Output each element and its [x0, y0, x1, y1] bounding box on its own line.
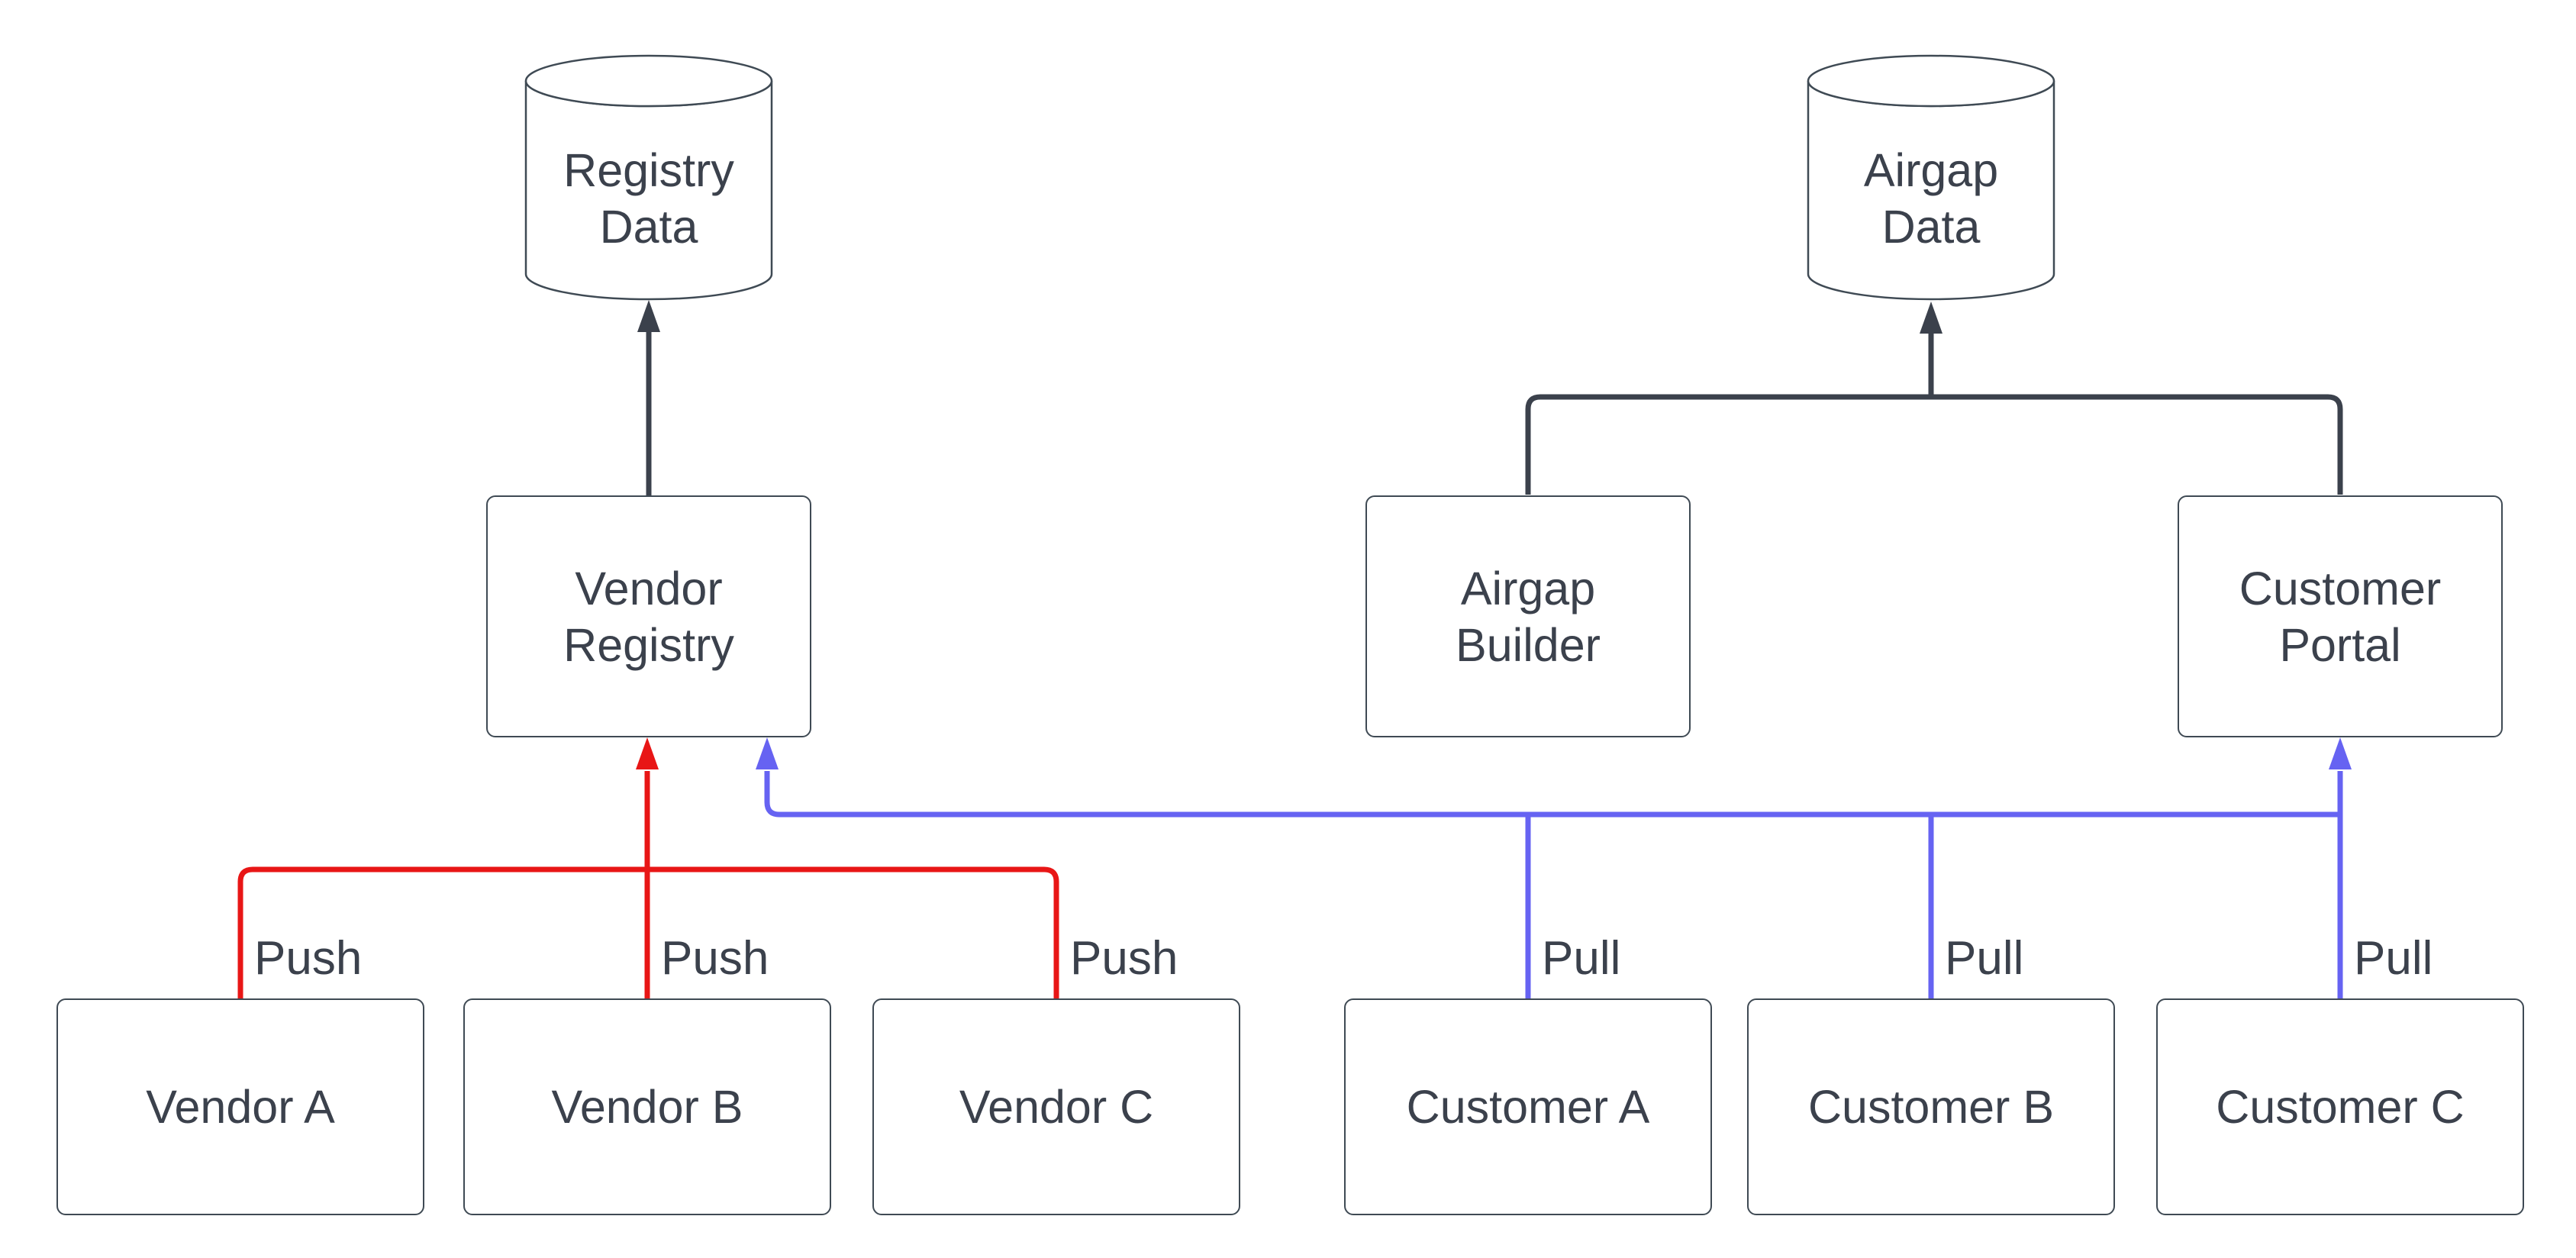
node-registry-data: Registry Data: [526, 142, 772, 255]
node-label: Registry: [563, 618, 734, 671]
arrowhead-pull-vendor-registry-icon: [756, 737, 779, 769]
node-label: Airgap: [1863, 144, 1999, 196]
node-label: Registry: [563, 144, 734, 196]
registry-data-cylinder-icon: [524, 54, 773, 301]
edge-label-pull-c: Pull: [2354, 932, 2433, 985]
node-label: Airgap: [1460, 562, 1596, 614]
node-label: Customer A: [1406, 1081, 1650, 1133]
node-label: Customer: [2239, 562, 2442, 614]
arrowhead-push-icon: [636, 737, 659, 769]
node-customer-b: Customer B: [1747, 998, 2115, 1215]
node-label: Customer C: [2216, 1081, 2465, 1133]
node-vendor-c: Vendor C: [872, 998, 1240, 1215]
node-label: Vendor: [575, 562, 723, 614]
arrowhead-pull-customer-portal-icon: [2329, 737, 2352, 769]
node-vendor-registry: Vendor Registry: [486, 495, 811, 737]
edge-label-pull-b: Pull: [1945, 932, 2024, 985]
edge-label-pull-a: Pull: [1542, 932, 1621, 985]
node-customer-c: Customer C: [2156, 998, 2524, 1215]
node-label: Data: [599, 201, 698, 253]
node-vendor-b: Vendor B: [463, 998, 831, 1215]
edge-builder-portal-tree: [1525, 394, 2343, 495]
airgap-data-cylinder-icon: [1807, 54, 2055, 301]
node-vendor-a: Vendor A: [56, 998, 424, 1215]
edge-label-push-b: Push: [661, 932, 769, 985]
edge-pull-bus: [764, 771, 2340, 818]
node-label: Data: [1881, 201, 1981, 253]
edge-label-push-a: Push: [254, 932, 363, 985]
node-airgap-data: Airgap Data: [1808, 142, 2054, 255]
arrowhead-airgap-data-icon: [1920, 302, 1942, 334]
node-label: Vendor C: [959, 1081, 1154, 1133]
edge-label-push-c: Push: [1070, 932, 1178, 985]
node-label: Vendor A: [146, 1081, 335, 1133]
node-airgap-builder: Airgap Builder: [1365, 495, 1691, 737]
node-label: Portal: [2279, 618, 2401, 671]
node-label: Customer B: [1807, 1081, 2055, 1133]
arrowhead-registry-data-icon: [637, 300, 660, 332]
node-customer-portal: Customer Portal: [2178, 495, 2503, 737]
node-customer-a: Customer A: [1344, 998, 1712, 1215]
node-label: Vendor B: [551, 1081, 743, 1133]
node-label: Builder: [1456, 618, 1601, 671]
